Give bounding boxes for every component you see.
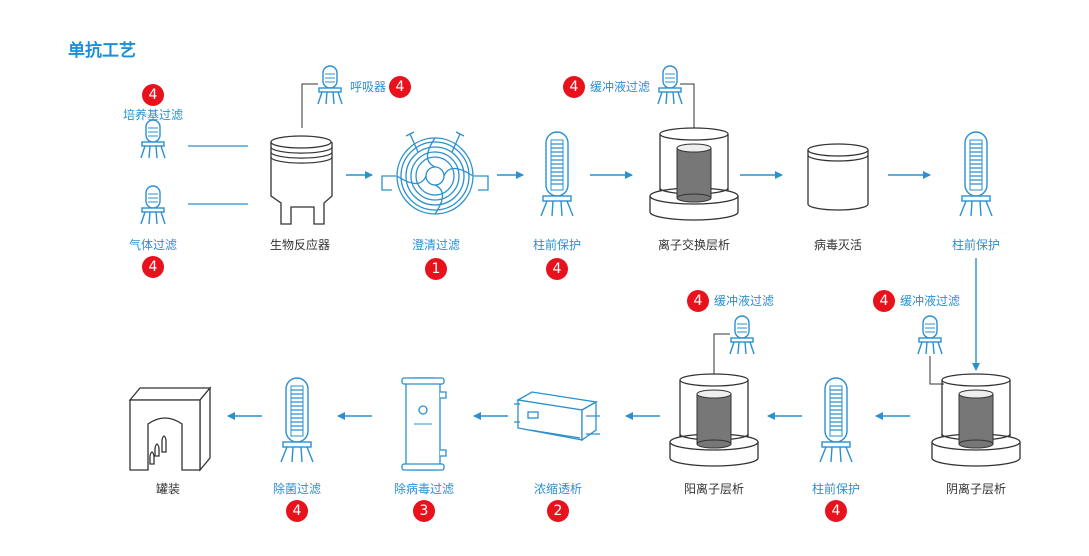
label-bioreactor: 生物反应器 bbox=[269, 238, 331, 252]
badge-clarification: 1 bbox=[425, 258, 447, 280]
filling-machine-icon bbox=[128, 386, 212, 472]
label-anion: 阴离子层析 bbox=[945, 482, 1007, 496]
ion-exchange-vessel-icon bbox=[649, 127, 739, 221]
virus-inactivation-tank-icon bbox=[807, 143, 869, 211]
medium-filter-icon bbox=[140, 119, 166, 159]
label-buffer-filter-2: 缓冲液过滤 bbox=[714, 294, 775, 308]
column-protection-filter-icon-3 bbox=[819, 377, 853, 463]
sterile-filter-column-icon bbox=[280, 377, 314, 463]
cation-exchange-vessel-icon bbox=[669, 373, 759, 467]
label-column-protect-2: 柱前保护 bbox=[951, 238, 1001, 252]
badge-gas-filter: 4 bbox=[142, 256, 164, 278]
gas-filter-icon bbox=[140, 185, 166, 225]
breathing-filter-icon bbox=[317, 65, 343, 105]
label-clarification: 澄清过滤 bbox=[411, 238, 461, 252]
column-protection-filter-icon-2 bbox=[959, 131, 993, 217]
buffer-filter-icon-3 bbox=[917, 315, 943, 355]
badge-virus-filter: 3 bbox=[413, 500, 435, 522]
label-ion-exchange: 离子交换层析 bbox=[657, 238, 731, 252]
label-gas-filter: 气体过滤 bbox=[128, 238, 178, 252]
label-sterile-filter: 除菌过滤 bbox=[272, 482, 322, 496]
badge-breathing: 4 bbox=[389, 76, 411, 98]
page-title: 单抗工艺 bbox=[68, 41, 136, 61]
virus-removal-filter-icon bbox=[401, 377, 447, 471]
label-virus-inactivation: 病毒灭活 bbox=[813, 238, 863, 252]
label-buffer-filter-1: 缓冲液过滤 bbox=[590, 80, 651, 94]
badge-medium-filter: 4 bbox=[142, 84, 164, 106]
badge-column-protect-1: 4 bbox=[546, 258, 568, 280]
label-ultrafiltration: 浓缩透析 bbox=[533, 482, 583, 496]
label-breathing: 呼吸器 bbox=[350, 80, 387, 94]
label-column-protect-3: 柱前保护 bbox=[811, 482, 861, 496]
ultrafiltration-cassette-icon bbox=[514, 391, 600, 442]
badge-ultrafiltration: 2 bbox=[547, 500, 569, 522]
label-medium-filter: 培养基过滤 bbox=[122, 108, 184, 122]
label-cation: 阳离子层析 bbox=[683, 482, 745, 496]
label-filling: 罐装 bbox=[155, 482, 181, 496]
buffer-filter-icon-1 bbox=[657, 65, 683, 105]
badge-buffer-filter-3: 4 bbox=[873, 290, 895, 312]
anion-exchange-vessel-icon bbox=[931, 373, 1021, 467]
badge-buffer-filter-1: 4 bbox=[563, 76, 585, 98]
badge-sterile-filter: 4 bbox=[286, 500, 308, 522]
badge-column-protect-3: 4 bbox=[825, 500, 847, 522]
buffer-filter-icon-2 bbox=[729, 315, 755, 355]
column-protection-filter-icon-1 bbox=[540, 131, 574, 217]
label-virus-filter: 除病毒过滤 bbox=[393, 482, 455, 496]
label-column-protect-1: 柱前保护 bbox=[532, 238, 582, 252]
bioreactor-icon bbox=[270, 135, 333, 225]
badge-buffer-filter-2: 4 bbox=[687, 290, 709, 312]
clarification-filter-icon bbox=[381, 131, 489, 215]
label-buffer-filter-3: 缓冲液过滤 bbox=[900, 294, 961, 308]
